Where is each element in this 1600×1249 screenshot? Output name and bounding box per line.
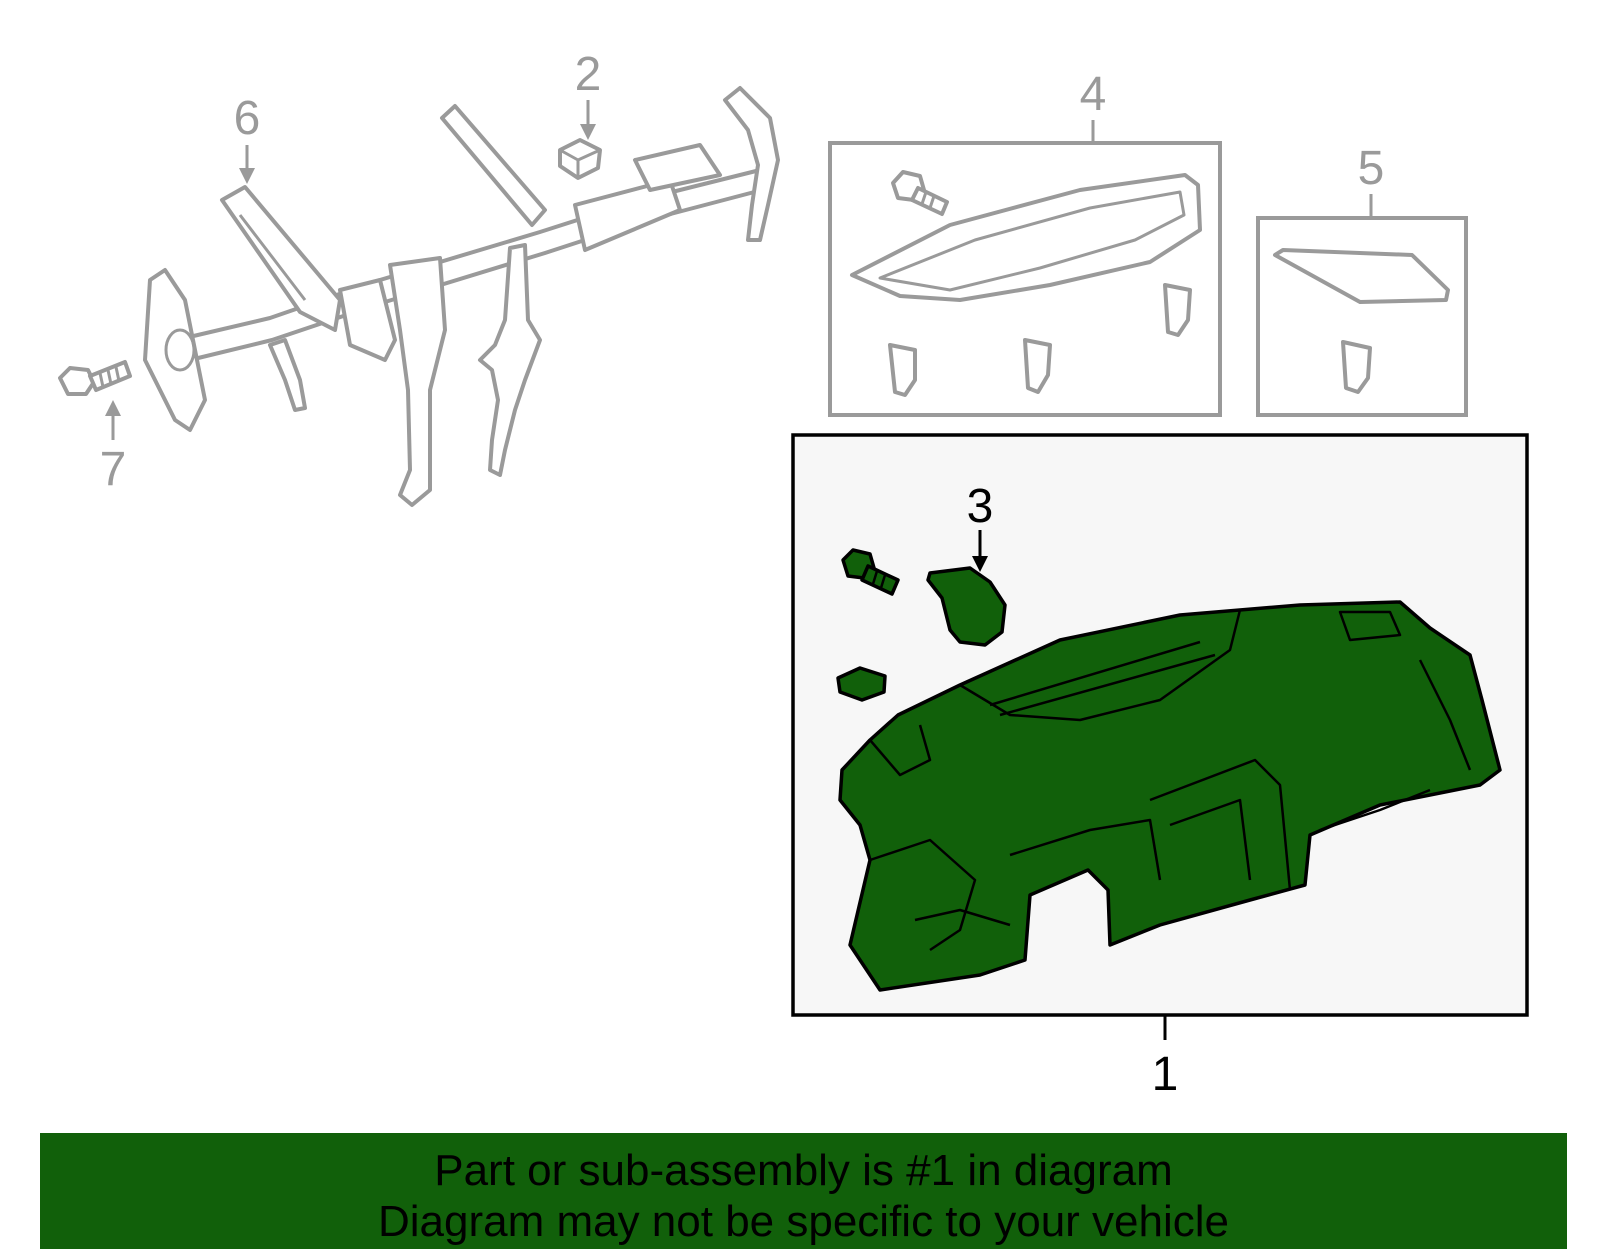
callout-2-label: 2 xyxy=(575,48,602,101)
bolt-part-7 xyxy=(58,360,132,396)
callout-4: 4 xyxy=(1080,68,1107,143)
callout-2: 2 xyxy=(575,48,602,140)
banner-line-1: Part or sub-assembly is #1 in diagram xyxy=(434,1146,1173,1195)
callout-1: 1 xyxy=(1152,1015,1179,1101)
callout-1-label: 1 xyxy=(1152,1048,1179,1101)
callout-6-label: 6 xyxy=(234,92,261,145)
clip-green-icon xyxy=(836,666,887,702)
part-1-group xyxy=(791,433,1529,1017)
callout-3-label: 3 xyxy=(967,480,994,533)
callout-5-label: 5 xyxy=(1358,142,1385,195)
callout-6: 6 xyxy=(234,92,261,184)
callout-4-label: 4 xyxy=(1080,68,1107,121)
callout-7-label: 7 xyxy=(100,443,127,496)
instrument-panel-part-1 xyxy=(838,600,1502,992)
callout-7: 7 xyxy=(100,400,127,496)
callout-3: 3 xyxy=(967,480,994,572)
callout-5: 5 xyxy=(1358,142,1385,218)
banner-line-2: Diagram may not be specific to your vehi… xyxy=(377,1197,1230,1246)
part-4-group xyxy=(828,141,1222,417)
bracket-part-3 xyxy=(926,566,1007,647)
bolt-green-icon xyxy=(841,548,900,596)
part-notice-banner: Part or sub-assembly is #1 in diagram Di… xyxy=(40,1133,1567,1249)
part-5-group xyxy=(1256,216,1468,417)
reinforcement-beam-part-6 xyxy=(143,86,780,507)
clip-part-2 xyxy=(558,138,602,180)
